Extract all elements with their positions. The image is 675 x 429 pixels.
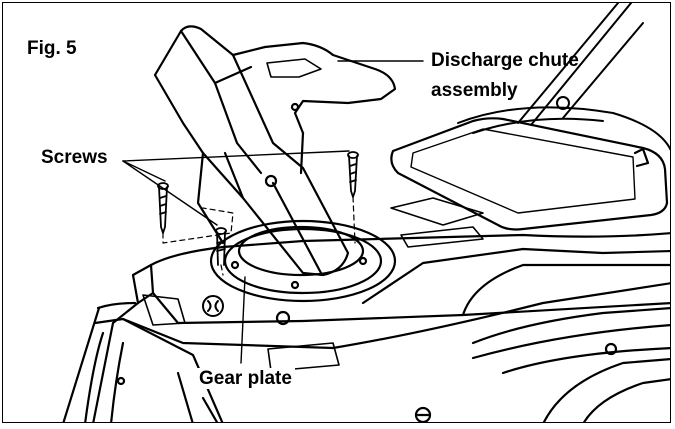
auger-housing (84, 307, 670, 422)
handle-bars (517, 3, 644, 126)
discharge-chute (153, 25, 397, 277)
figure-frame: Fig. 5 Discharge chute assembly Screws G… (2, 2, 671, 423)
chute-cutout (390, 197, 484, 248)
screws-leader-right (122, 150, 350, 162)
figure-number: Fig. 5 (27, 38, 77, 59)
screw-center (215, 227, 227, 266)
gear-plate-label: Gear plate (196, 368, 295, 389)
gear-plate (209, 219, 397, 303)
discharge-chute-label-line2: assembly (431, 80, 518, 101)
leader-lines (122, 60, 424, 364)
alignment-guides (162, 196, 356, 276)
screw-right (347, 151, 359, 198)
gear-plate-leader (240, 276, 246, 364)
top-cover (390, 117, 669, 231)
snow-thrower-illustration (62, 3, 670, 422)
main-housing (62, 232, 670, 422)
screws-leader-center (122, 160, 218, 226)
screws-label: Screws (41, 147, 108, 168)
screws-leader-left (122, 160, 166, 182)
brand-logo-mark (202, 295, 224, 317)
discharge-chute-label: Discharge chute (431, 50, 579, 71)
